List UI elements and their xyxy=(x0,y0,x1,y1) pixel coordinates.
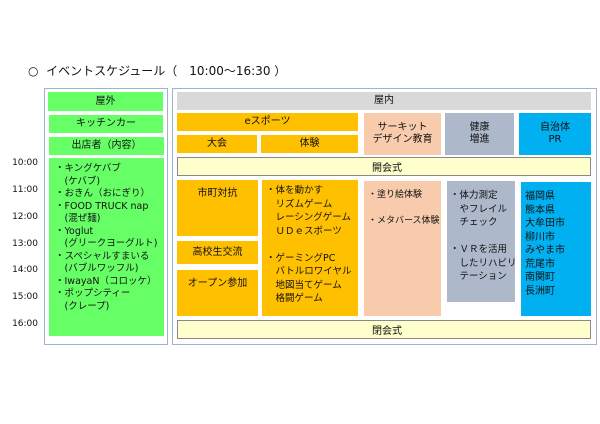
time-label: 16:00 xyxy=(12,319,38,329)
experience-list: ・体を動かす リズムゲーム レーシングゲーム ＵＤｅスポーツ ・ゲーミングPC … xyxy=(262,180,358,316)
time-label: 15:00 xyxy=(12,292,38,302)
time-label: 12:00 xyxy=(12,212,38,222)
time-label: 14:00 xyxy=(12,265,38,275)
indoor-header: 屋内 xyxy=(177,92,591,110)
kitchen-car-header: キッチンカー xyxy=(49,115,163,133)
circuit-list: ・塗り絵体験 ・メタバース体験 xyxy=(364,181,441,316)
title-text: イベントスケジュール（ 10:00〜16:30 ） xyxy=(46,64,287,78)
esports-header: eスポーツ xyxy=(177,113,358,131)
city-match: 市町対抗 xyxy=(177,180,258,236)
experience-header: 体験 xyxy=(261,135,358,153)
time-label: 10:00 xyxy=(12,158,38,168)
circuit-header: サーキット デザイン教育 xyxy=(364,113,441,155)
health-header: 健康 増進 xyxy=(445,113,514,155)
opening-ceremony: 開会式 xyxy=(177,157,591,176)
time-label: 13:00 xyxy=(12,239,38,249)
high-school-exchange: 高校生交流 xyxy=(177,241,258,264)
vendors-header: 出店者（内容） xyxy=(49,137,164,155)
closing-label: 閉会式 xyxy=(372,326,402,337)
vendor-list: ・キングケバブ (ケバブ) ・おきん（おにぎり） ・FOOD TRUCK nap… xyxy=(49,158,164,336)
bullet: ○ xyxy=(28,64,39,78)
open-entry: オープン参加 xyxy=(177,270,258,316)
health-list: ・体力測定 やフレイル チェック ・ＶＲを活用 したリハビリ テーション xyxy=(447,181,517,302)
indoor-panel xyxy=(172,88,597,345)
time-label: 11:00 xyxy=(12,185,38,195)
page-title: ○ イベントスケジュール（ 10:00〜16:30 ） xyxy=(28,62,286,79)
municipal-list: 福岡県 熊本県 大牟田市 柳川市 みやま市 荒尾市 南関町 長洲町 xyxy=(521,182,591,316)
closing-ceremony: 閉会式 xyxy=(177,320,591,339)
municipal-header: 自治体 PR xyxy=(519,113,591,155)
tournament-header: 大会 xyxy=(177,135,257,153)
outdoor-header: 屋外 xyxy=(48,92,163,111)
outdoor-panel xyxy=(44,88,168,345)
opening-label: 開会式 xyxy=(372,163,402,174)
